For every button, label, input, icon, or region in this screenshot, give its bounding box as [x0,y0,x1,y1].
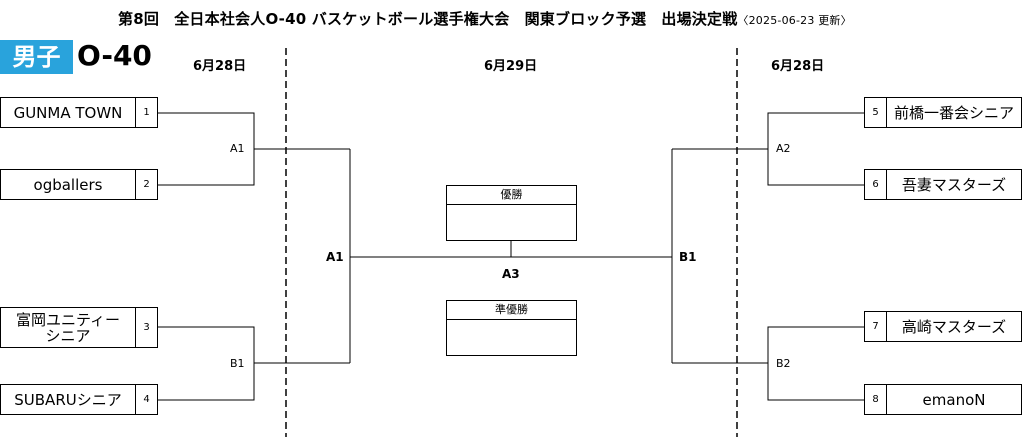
team-name: 高崎マスターズ [901,317,1007,336]
team-name: emanoN [922,390,986,409]
seed-number: 8 [865,385,887,414]
game-label-final: A3 [502,267,520,281]
seed-number: 3 [135,308,157,347]
winner-label: 優勝 [447,186,576,205]
game-label-b2: B2 [776,357,791,370]
seed-number: 4 [135,385,157,414]
game-label-a1: A1 [230,142,245,155]
team-slot-3: 富岡ユニティー シニア 3 [0,307,158,348]
team-name: GUNMA TOWN [13,103,123,122]
team-slot-5: 5 前橋一番会シニア [864,97,1022,128]
team-slot-7: 7 高崎マスターズ [864,311,1022,342]
seed-number: 6 [865,170,887,199]
runner-up-label: 準優勝 [447,301,576,320]
seed-number: 5 [865,98,887,127]
date-left: 6月28日 [193,59,247,74]
date-center: 6月29日 [484,59,538,74]
team-slot-1: GUNMA TOWN 1 [0,97,158,128]
runner-up-slot [447,320,576,356]
team-name: ogballers [33,175,103,194]
team-slot-8: 8 emanoN [864,384,1022,415]
team-name: 前橋一番会シニア [893,103,1014,122]
team-name: 吾妻マスターズ [901,175,1007,194]
team-slot-4: SUBARUシニア 4 [0,384,158,415]
update-note: 〈2025-06-23 更新〉 [737,14,852,27]
game-label-a1-final: A1 [326,250,344,264]
team-slot-2: ogballers 2 [0,169,158,200]
runner-up-box: 準優勝 [446,300,577,356]
winner-box: 優勝 [446,185,577,241]
page-title: 第8回 全日本社会人O-40 バスケットボール選手権大会 関東ブロック予選 出場… [118,8,1024,30]
category-badge: 男子 [0,40,73,74]
team-slot-6: 6 吾妻マスターズ [864,169,1022,200]
seed-number: 7 [865,312,887,341]
game-label-a2: A2 [776,142,791,155]
team-name: 富岡ユニティー シニア [15,310,121,345]
seed-number: 2 [135,170,157,199]
game-label-b1-final: B1 [679,250,697,264]
winner-slot [447,205,576,241]
title-text: 第8回 全日本社会人O-40 バスケットボール選手権大会 関東ブロック予選 出場… [118,10,738,28]
seed-number: 1 [135,98,157,127]
game-label-b1: B1 [230,357,245,370]
category-label: O-40 [77,39,152,72]
team-name: SUBARUシニア [14,390,122,409]
date-right: 6月28日 [771,59,825,74]
